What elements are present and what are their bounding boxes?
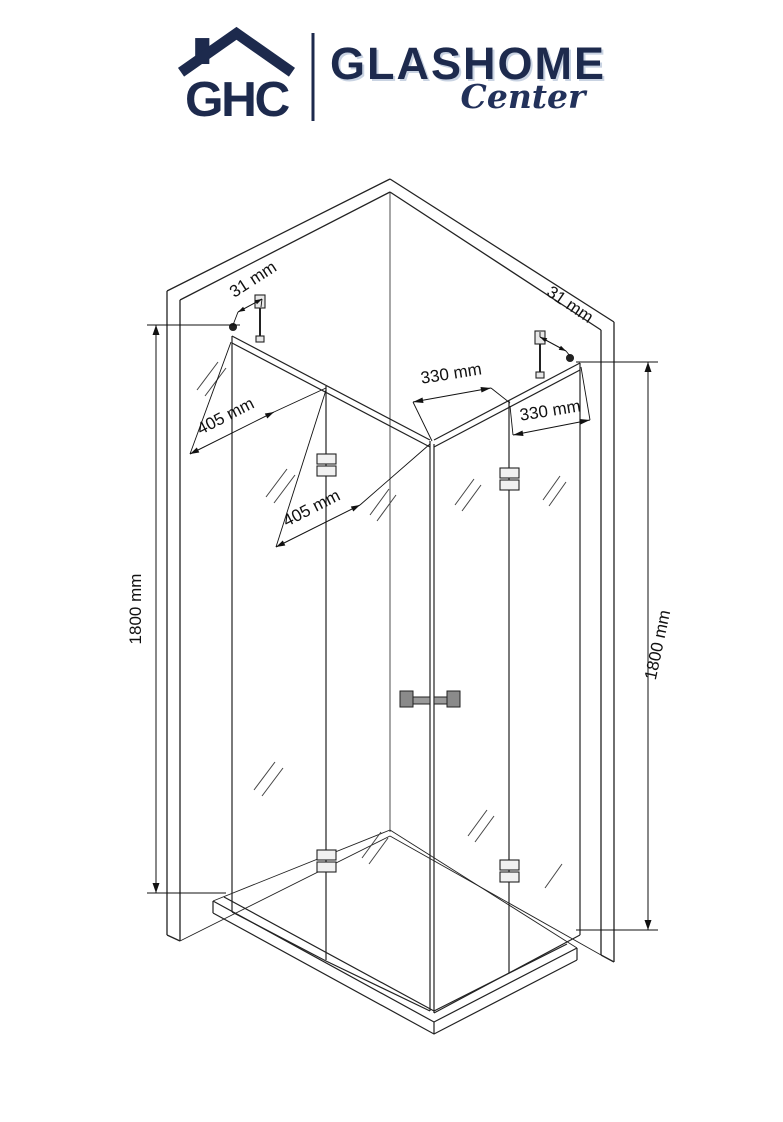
dim-label-height-right: 1800 mm — [641, 608, 674, 681]
hinge-right-upper — [499, 467, 520, 491]
dim-label-right-panel-a: 330 mm — [419, 359, 483, 387]
dimension-labels: 1800 mm 1800 mm 31 mm 31 mm 330 mm 330 m… — [126, 257, 674, 681]
roof-shape — [177, 26, 295, 77]
dim-label-wall-gap-left: 31 mm — [226, 257, 280, 301]
hinge-left-upper — [316, 453, 337, 477]
dim-height-right — [576, 361, 658, 931]
handle-knob-left — [399, 690, 414, 708]
brand-name: GLASHOME — [329, 38, 607, 89]
brand-logo: GHC GLASHOME Center — [177, 26, 606, 128]
dim-height-left — [147, 324, 240, 894]
dim-left-panel-a — [189, 341, 327, 455]
shower-tray — [212, 829, 578, 1035]
dim-label-right-panel-b: 330 mm — [518, 396, 582, 424]
handle-stem-left — [411, 696, 431, 705]
top-track-right — [433, 362, 581, 441]
hinges — [316, 453, 520, 883]
dim-right-panel-a — [412, 387, 511, 442]
top-pivot-hardware — [228, 294, 575, 379]
handle-stem-right — [433, 696, 449, 705]
dim-label-wall-gap-right: 31 mm — [543, 282, 597, 327]
logo-divider — [310, 33, 314, 121]
logo-house-icon: GHC — [177, 26, 295, 128]
logo-monogram: GHC — [184, 71, 289, 127]
logo-text: GLASHOME Center — [330, 41, 606, 113]
dim-wall-gap-left — [232, 298, 263, 326]
brand-script: Center — [460, 77, 586, 116]
dim-wall-gap-right — [539, 332, 571, 357]
hinge-left-lower — [316, 849, 337, 873]
door-handles — [399, 690, 461, 708]
dim-label-left-panel-a: 405 mm — [194, 394, 257, 439]
top-track-left — [231, 335, 431, 441]
handle-knob-right — [446, 690, 461, 708]
dim-right-panel-b — [509, 366, 591, 436]
dimension-annotations — [147, 298, 658, 931]
glass-reflections — [196, 361, 567, 889]
dim-label-height-left: 1800 mm — [126, 574, 145, 645]
glass-doors — [231, 335, 581, 1014]
walls — [166, 178, 615, 963]
dim-label-left-panel-b: 405 mm — [280, 486, 343, 531]
dim-left-panel-b — [275, 389, 431, 548]
pivot-dot-right — [565, 353, 575, 363]
hinge-right-lower — [499, 859, 520, 883]
